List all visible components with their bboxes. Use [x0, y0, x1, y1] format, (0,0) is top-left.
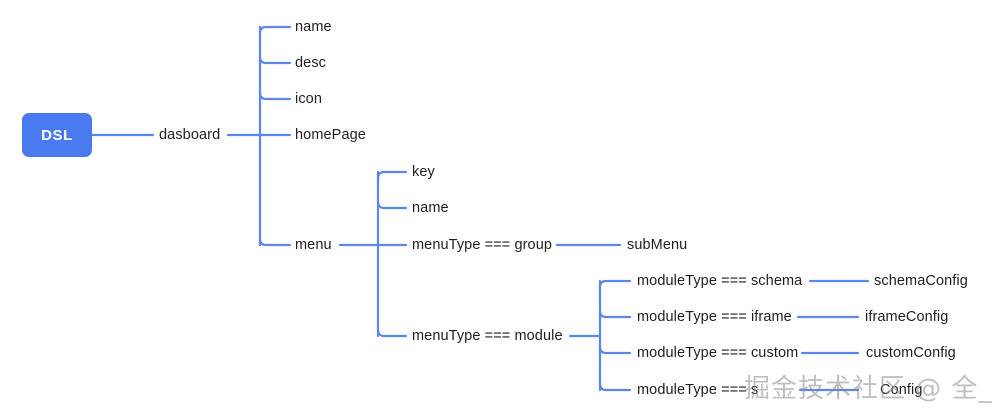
node-menutype-module[interactable]: menuType === module — [412, 328, 563, 344]
node-homepage[interactable]: homePage — [295, 127, 366, 143]
node-dasboard[interactable]: dasboard — [159, 127, 221, 143]
root-node-dsl[interactable]: DSL — [22, 113, 92, 157]
node-moduletype-schema[interactable]: moduleType === schema — [637, 273, 803, 289]
node-menu[interactable]: menu — [295, 237, 332, 253]
elbow-sub — [598, 382, 632, 392]
node-iframeconfig[interactable]: iframeConfig — [865, 309, 949, 325]
node-schemaconfig[interactable]: schemaConfig — [874, 273, 968, 289]
node-moduletype-iframe[interactable]: moduleType === iframe — [637, 309, 792, 325]
node-desc[interactable]: desc — [295, 55, 327, 71]
elbow-key — [376, 170, 408, 180]
elbow-menutype-module — [376, 328, 408, 338]
elbow-icon — [258, 91, 292, 101]
elbow-iframe — [598, 309, 632, 319]
node-moduletype-custom[interactable]: moduleType === custom — [637, 345, 799, 361]
node-menutype-group[interactable]: menuType === group — [412, 237, 553, 253]
elbow-menu — [258, 237, 292, 247]
node-name-2[interactable]: name — [412, 200, 449, 216]
node-submenu[interactable]: subMenu — [627, 237, 688, 253]
node-customconfig[interactable]: customConfig — [866, 345, 956, 361]
elbow-custom — [598, 345, 632, 355]
node-moduletype-sub[interactable]: moduleType === s — [637, 382, 759, 398]
node-key[interactable]: key — [412, 164, 435, 180]
elbow-desc — [258, 55, 292, 65]
node-subconfig[interactable]: Config — [880, 382, 923, 398]
root-node-label: DSL — [41, 126, 73, 144]
node-icon[interactable]: icon — [295, 91, 322, 107]
elbow-name — [258, 25, 292, 35]
node-name[interactable]: name — [295, 19, 332, 35]
elbow-name2 — [376, 200, 408, 210]
elbow-schema — [598, 279, 632, 289]
